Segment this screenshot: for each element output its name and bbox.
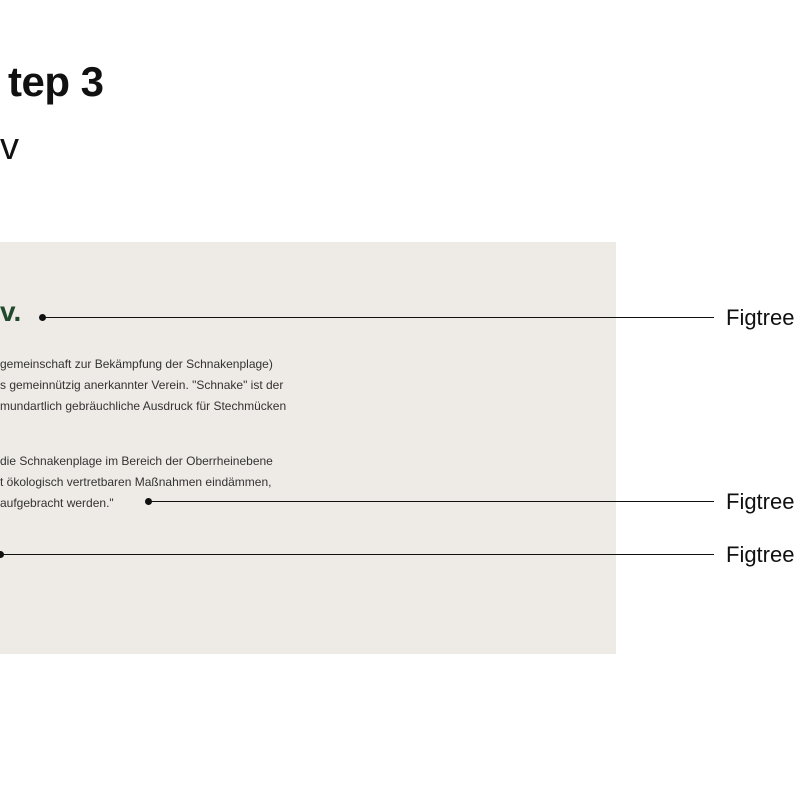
callout-label-3: Figtree	[726, 542, 795, 567]
leader-dot-1	[39, 314, 46, 321]
step-subheading: v	[0, 126, 19, 168]
callout-label-2: Figtree	[726, 489, 795, 514]
card-paragraph-2: die Schnakenplage im Bereich der Oberrhe…	[0, 451, 273, 514]
leader-line-2	[149, 501, 714, 502]
step-heading: tep 3	[8, 58, 104, 105]
leader-line-3	[0, 554, 714, 555]
paragraph-1-line-2: s gemeinnützig anerkannter Verein. "Schn…	[0, 378, 284, 392]
paragraph-2-line-1: die Schnakenplage im Bereich der Oberrhe…	[0, 454, 273, 468]
paragraph-2-line-3: aufgebracht werden."	[0, 496, 114, 510]
preview-card	[0, 242, 616, 654]
card-title: v.	[0, 296, 22, 327]
paragraph-1-line-1: gemeinschaft zur Bekämpfung der Schnaken…	[0, 357, 273, 371]
card-paragraph-1: gemeinschaft zur Bekämpfung der Schnaken…	[0, 354, 286, 417]
paragraph-2-line-2: t ökologisch vertretbaren Maßnahmen eind…	[0, 475, 272, 489]
callout-label-1: Figtree	[726, 305, 795, 330]
leader-dot-2	[145, 498, 152, 505]
leader-line-1	[43, 317, 714, 318]
paragraph-1-line-3: mundartlich gebräuchliche Ausdruck für S…	[0, 399, 287, 413]
